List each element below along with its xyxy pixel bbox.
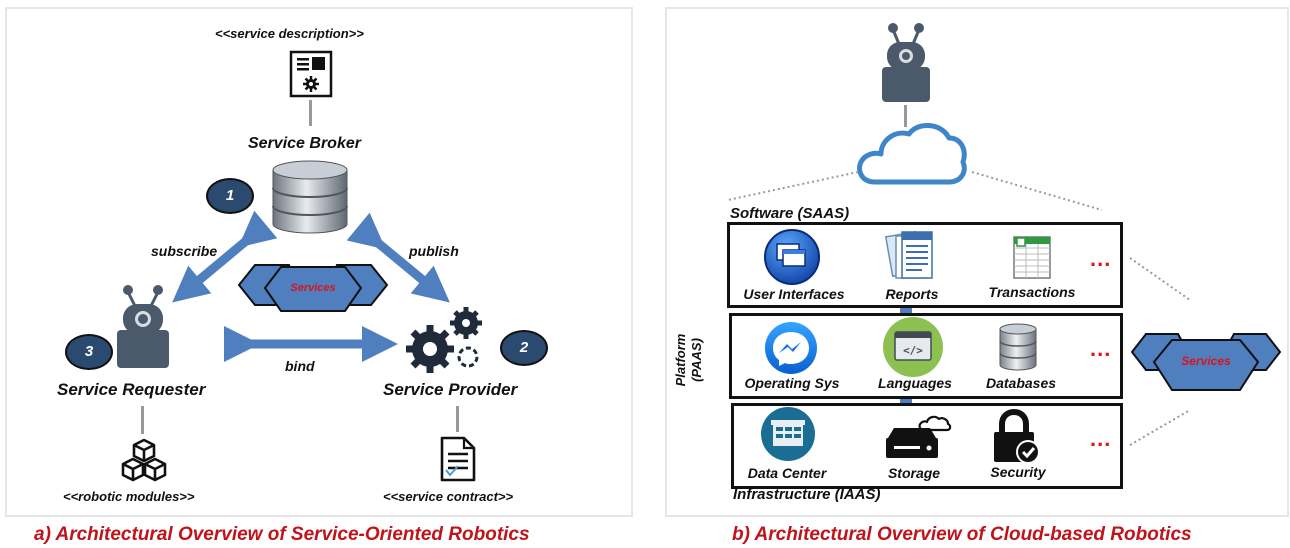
cloud-icon (857, 123, 967, 185)
paas-item-languages: Languages (878, 375, 952, 391)
publish-label: publish (409, 243, 459, 259)
bind-label: bind (285, 358, 315, 374)
robot-requester-icon (117, 285, 169, 368)
badge-3: 3 (65, 334, 113, 370)
saas-ellipsis: ... (1090, 246, 1112, 271)
services-hexagon-icon (237, 264, 389, 312)
gears-provider-icon (406, 307, 482, 373)
infrastructure-iaas-label: Infrastructure (IAAS) (733, 486, 881, 503)
platform-paas-label: Platform (PAAS) (673, 330, 723, 390)
paas-ellipsis: ... (1090, 336, 1112, 361)
software-saas-label: Software (SAAS) (730, 205, 850, 222)
bind-arrow (224, 326, 398, 362)
service-requester-label: Service Requester (57, 380, 206, 399)
paas-item-operating-sys: Operating Sys (744, 375, 840, 391)
saas-item-reports: Reports (885, 286, 939, 302)
services-label-right: Services (1181, 354, 1231, 368)
subscribe-label: subscribe (151, 243, 218, 259)
platform-line1: Platform (673, 333, 688, 387)
iaas-ellipsis: ... (1090, 426, 1112, 451)
broker-database-icon (272, 160, 348, 234)
left-caption: a) Architectural Overview of Service-Ori… (34, 524, 530, 545)
robot-cloud-connector (904, 105, 907, 127)
requester-connector (141, 406, 144, 434)
publish-arrow (346, 212, 450, 303)
storage-icon (886, 415, 952, 458)
badge-2: 2 (500, 330, 548, 366)
robotic-modules-icon (121, 438, 167, 482)
iaas-item-storage: Storage (887, 465, 941, 481)
provider-connector (456, 406, 459, 432)
description-connector (309, 100, 312, 126)
right-caption: b) Architectural Overview of Cloud-based… (732, 524, 1192, 545)
languages-icon: </> (883, 317, 943, 377)
user-interfaces-icon (764, 229, 820, 285)
services-label-left: Services (290, 282, 336, 294)
svg-text:</>: </> (903, 344, 923, 357)
service-contract-icon (440, 436, 476, 482)
robotic-modules-label: <<robotic modules>> (63, 489, 195, 504)
operating-sys-icon (765, 322, 817, 374)
paas-item-databases: Databases (985, 375, 1057, 391)
robot-cloud-icon (882, 23, 930, 102)
data-center-icon (761, 407, 815, 461)
service-contract-label: <<service contract>> (383, 489, 514, 504)
databases-icon (999, 323, 1037, 371)
security-icon (994, 408, 1040, 464)
transactions-icon (1013, 236, 1051, 279)
saas-item-transactions: Transactions (988, 284, 1076, 300)
saas-item-user-interfaces: User Interfaces (743, 286, 845, 302)
platform-line2: (PAAS) (689, 338, 704, 382)
service-description-label: <<service description>> (215, 26, 364, 41)
subscribe-arrow (172, 210, 278, 303)
service-broker-label: Service Broker (248, 135, 361, 152)
service-description-icon (289, 50, 333, 98)
reports-icon (884, 230, 933, 279)
iaas-item-data-center: Data Center (747, 465, 827, 481)
services-hexagon-right-icon (1130, 333, 1282, 391)
badge-1: 1 (206, 178, 254, 214)
iaas-item-security: Security (990, 464, 1046, 480)
service-provider-label: Service Provider (383, 380, 518, 399)
